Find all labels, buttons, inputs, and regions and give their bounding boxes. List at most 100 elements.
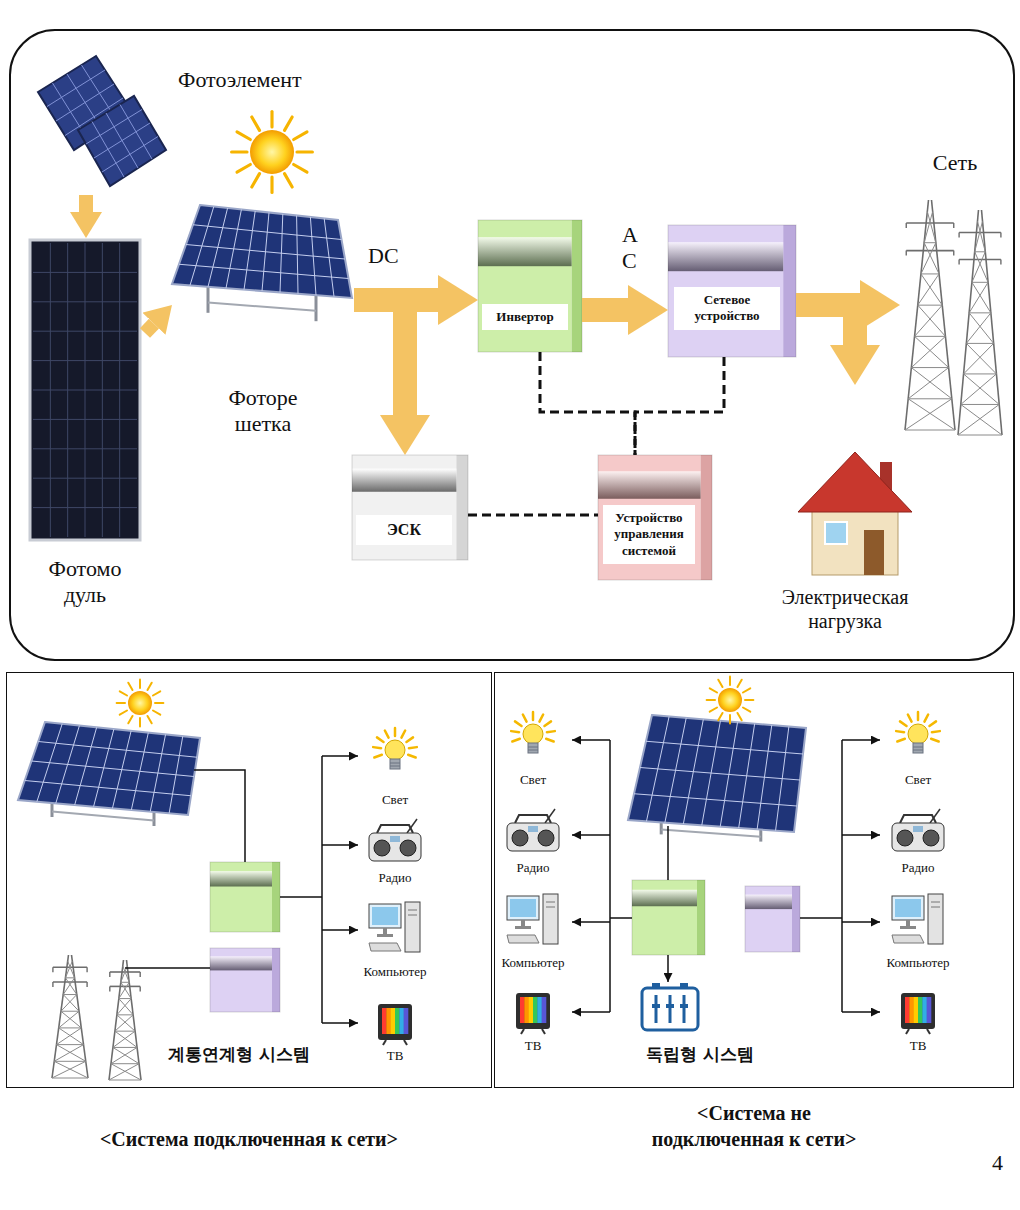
battery-icon xyxy=(669,995,672,1023)
grid-towers-small xyxy=(139,972,140,977)
sun-icon xyxy=(710,708,717,712)
bulb-icon xyxy=(929,721,936,726)
grid-towers-small xyxy=(63,995,79,1012)
sun-icon xyxy=(285,174,293,187)
grid-towers-picture xyxy=(953,223,954,228)
appliance-item: Радио xyxy=(868,815,968,878)
power-flow-arrow xyxy=(79,195,93,212)
grid-towers-picture xyxy=(905,200,929,430)
computer-icon xyxy=(892,935,924,943)
edge-label: A C xyxy=(622,222,640,275)
sun-icon xyxy=(232,150,247,153)
computer-icon xyxy=(892,894,943,944)
node-label: Фотомо дуль xyxy=(35,556,135,609)
sun-icon xyxy=(120,711,127,715)
wiring xyxy=(125,967,210,969)
sun-icon xyxy=(743,688,750,692)
sun-icon xyxy=(729,715,731,723)
grid-towers-small xyxy=(119,998,131,999)
photomodule-picture xyxy=(33,243,137,537)
tv-icon xyxy=(404,1040,407,1045)
grid-towers-small xyxy=(121,982,131,998)
wiring xyxy=(800,917,842,919)
radio-icon xyxy=(515,815,551,823)
grid-towers-picture xyxy=(906,223,907,228)
bulb-icon xyxy=(373,747,381,748)
ess-box: ЭСК xyxy=(352,455,468,560)
photomodule-picture xyxy=(33,390,137,391)
grid-towers-picture xyxy=(921,274,942,305)
grid-towers-small xyxy=(61,995,77,1012)
sun-icon xyxy=(117,680,164,727)
grid-towers-picture xyxy=(961,404,999,405)
grid-towers-small xyxy=(54,1061,86,1062)
ess-cabinet xyxy=(352,455,468,560)
sun-icon xyxy=(155,702,163,704)
inverter-cabinet xyxy=(478,220,582,352)
grid-towers-small xyxy=(52,982,53,987)
sun-icon xyxy=(738,713,742,720)
sun-icon xyxy=(237,165,250,173)
grid-towers-small xyxy=(139,986,140,991)
sun-icon xyxy=(252,117,260,130)
photocell-picture xyxy=(94,123,150,158)
tv-icon xyxy=(909,997,914,1023)
grid-towers-picture xyxy=(958,435,1002,436)
radio-icon xyxy=(512,830,528,846)
photoarray-figure: Фоторе шетка xyxy=(172,195,354,450)
grid-towers-small xyxy=(109,1080,141,1081)
radio-icon xyxy=(900,815,936,823)
grid-towers-picture xyxy=(966,313,991,344)
house-picture xyxy=(798,452,912,512)
grid-towers-picture xyxy=(908,398,952,399)
grid-towers-small xyxy=(86,982,87,987)
grid-towers-small xyxy=(119,999,133,1015)
photoarray-picture xyxy=(207,287,210,313)
node-label: Компьютер xyxy=(868,955,968,971)
inverter-small xyxy=(272,862,280,932)
wiring xyxy=(667,826,669,880)
ess-cabinet xyxy=(352,455,468,560)
wiring xyxy=(609,740,611,1012)
off-grid-picture xyxy=(640,768,800,781)
tv-icon xyxy=(542,997,547,1023)
photomodule-picture xyxy=(33,360,137,361)
computer-icon xyxy=(369,902,420,952)
photomodule-picture xyxy=(33,272,137,273)
grid-tied-panel: 계통연계형 시스템<Система подключенная к сети>Св… xyxy=(6,672,492,1088)
grid-device-cabinet xyxy=(668,242,783,271)
bulb-icon xyxy=(532,712,535,720)
sun-icon xyxy=(718,680,722,687)
sun-icon xyxy=(270,177,273,192)
grid-towers-picture xyxy=(972,282,988,283)
grid-towers-small xyxy=(109,986,110,991)
bulb-icon xyxy=(913,743,923,753)
grid-towers-picture xyxy=(932,200,956,430)
computer-icon xyxy=(408,915,417,916)
off-grid-picture xyxy=(646,741,803,754)
wiring xyxy=(322,755,358,757)
grid-towers-small xyxy=(65,961,72,978)
tv-icon xyxy=(516,993,550,1029)
tv-icon xyxy=(521,1029,524,1034)
off-grid-picture xyxy=(661,830,761,837)
grid-device-cabinet xyxy=(668,225,796,357)
node-caption: <Система не подключенная к сети> xyxy=(629,1100,879,1152)
grid-towers-picture xyxy=(915,336,949,367)
tv-icon xyxy=(537,997,542,1023)
node-label: ТВ xyxy=(495,1038,571,1054)
bulb-icon xyxy=(924,714,928,721)
bulb-icon xyxy=(406,737,413,742)
power-flow-arrow xyxy=(582,298,628,322)
node-caption: <Система подключенная к сети> xyxy=(49,1126,449,1152)
grid-device-cabinet xyxy=(668,225,796,357)
bulb-icon xyxy=(385,740,405,760)
grid-towers-picture xyxy=(908,399,955,430)
bulb-icon xyxy=(512,739,520,742)
computer-icon xyxy=(928,894,943,944)
grid-towers-small xyxy=(61,1011,79,1012)
node-label: Фоторе шетка xyxy=(213,385,313,438)
grid-device-small xyxy=(210,948,280,1012)
grid-towers-picture xyxy=(911,336,945,367)
grid-towers-small xyxy=(59,1011,79,1028)
